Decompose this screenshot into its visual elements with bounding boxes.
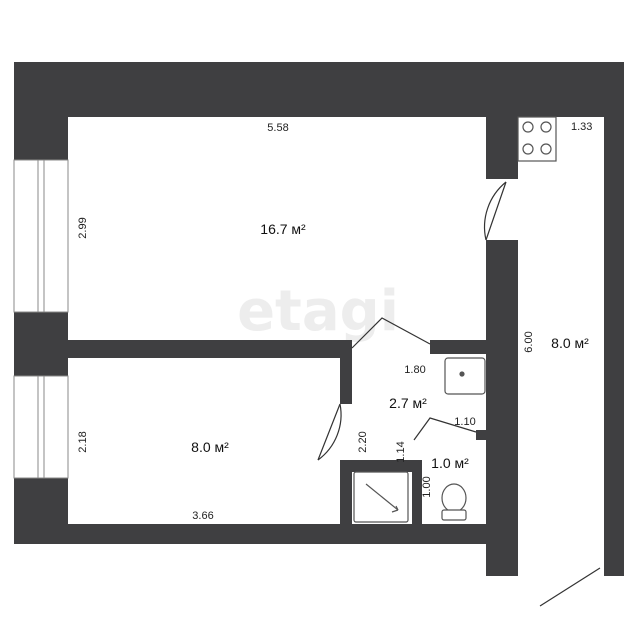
area-living-room: 16.7 м² — [260, 221, 306, 237]
area-bedroom: 8.0 м² — [191, 439, 229, 455]
area-corridor: 8.0 м² — [551, 335, 589, 351]
dim-toilet-height: 1.14 — [395, 441, 407, 462]
windows — [13, 159, 69, 479]
area-toilet: 1.0 м² — [431, 455, 469, 471]
dim-hall-side: 1.10 — [454, 416, 475, 428]
dim-corridor-length: 6.00 — [523, 331, 535, 352]
dim-stove: 1.33 — [571, 121, 592, 133]
dim-hall-width: 1.80 — [404, 364, 425, 376]
sink-icon — [444, 357, 486, 395]
stove-icon — [517, 116, 557, 162]
dim-toilet-width: 1.00 — [421, 476, 433, 497]
dim-living-width: 5.58 — [267, 122, 288, 134]
dim-bedroom-width: 3.66 — [192, 510, 213, 522]
dim-bedroom-height: 2.18 — [77, 431, 89, 452]
dim-hall-height: 2.20 — [357, 431, 369, 452]
doors — [317, 181, 601, 607]
watermark: etagi — [237, 279, 399, 344]
toilet-icon — [441, 483, 467, 521]
dim-living-height: 2.99 — [77, 217, 89, 238]
shower-icon — [353, 471, 409, 523]
area-hall: 2.7 м² — [389, 395, 427, 411]
door-leaf-living — [485, 181, 507, 241]
